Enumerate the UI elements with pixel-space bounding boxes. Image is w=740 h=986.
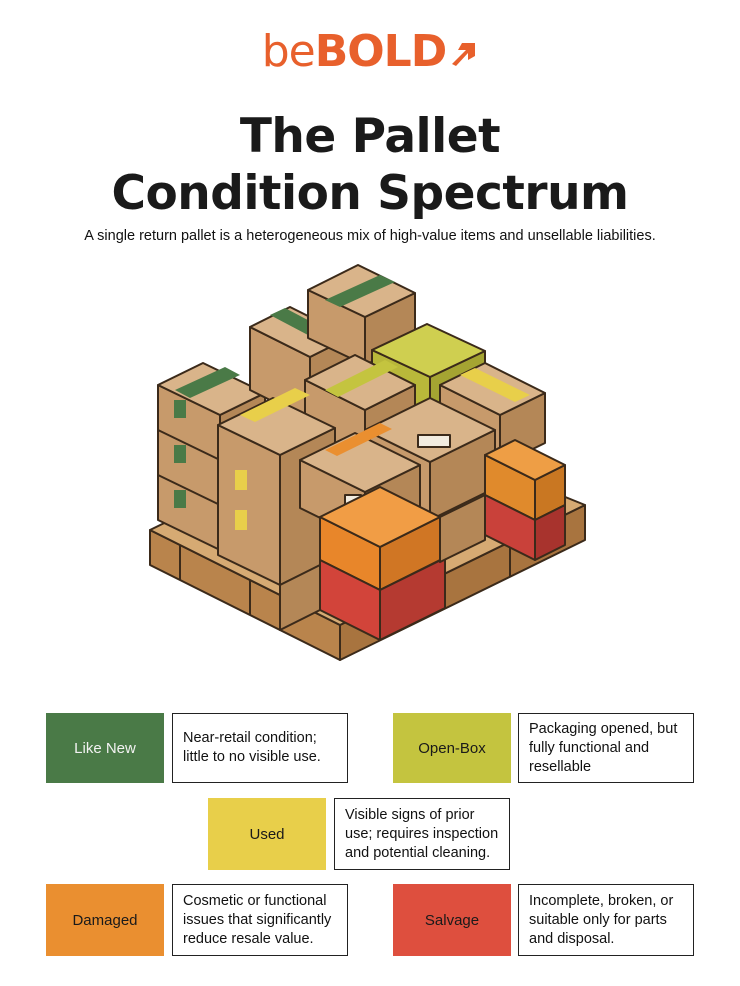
legend-label-used: Used (249, 825, 285, 843)
legend-swatch-open-box: Open-Box (393, 713, 511, 783)
legend-label-open-box: Open-Box (418, 739, 486, 757)
legend-desc-salvage: Incomplete, broken, or suitable only for… (518, 884, 694, 956)
title-line-2: Condition Spectrum (111, 166, 630, 221)
arrow-icon (448, 30, 478, 78)
legend-swatch-damaged: Damaged (46, 884, 164, 956)
legend-swatch-like-new: Like New (46, 713, 164, 783)
legend-desc-text-used: Visible signs of prior use; requires ins… (345, 806, 499, 861)
legend-label-like-new: Like New (74, 739, 136, 757)
legend-swatch-used: Used (208, 798, 326, 870)
legend-desc-used: Visible signs of prior use; requires ins… (334, 798, 510, 870)
legend-desc-open-box: Packaging opened, but fully functional a… (518, 713, 694, 783)
legend-desc-damaged: Cosmetic or functional issues that signi… (172, 884, 348, 956)
logo-part1: be (261, 26, 316, 77)
bebold-logo: beBOLD (0, 28, 740, 78)
legend-desc-text-damaged: Cosmetic or functional issues that signi… (183, 892, 332, 947)
legend-label-damaged: Damaged (72, 911, 138, 929)
pallet-illustration (149, 264, 586, 661)
legend-desc-text-like-new: Near-retail condition; little to no visi… (183, 730, 321, 765)
legend-desc-text-salvage: Incomplete, broken, or suitable only for… (529, 892, 674, 947)
legend-swatch-salvage: Salvage (393, 884, 511, 956)
title-line-1: The Pallet (239, 109, 501, 164)
page-title: The Pallet Condition Spectrum (0, 108, 740, 222)
page-subtitle: A single return pallet is a heterogeneou… (84, 228, 656, 244)
legend-desc-like-new: Near-retail condition; little to no visi… (172, 713, 348, 783)
legend-label-salvage: Salvage (424, 911, 480, 929)
logo-part2: BOLD (314, 26, 448, 77)
legend-desc-text-open-box: Packaging opened, but fully functional a… (529, 720, 678, 775)
